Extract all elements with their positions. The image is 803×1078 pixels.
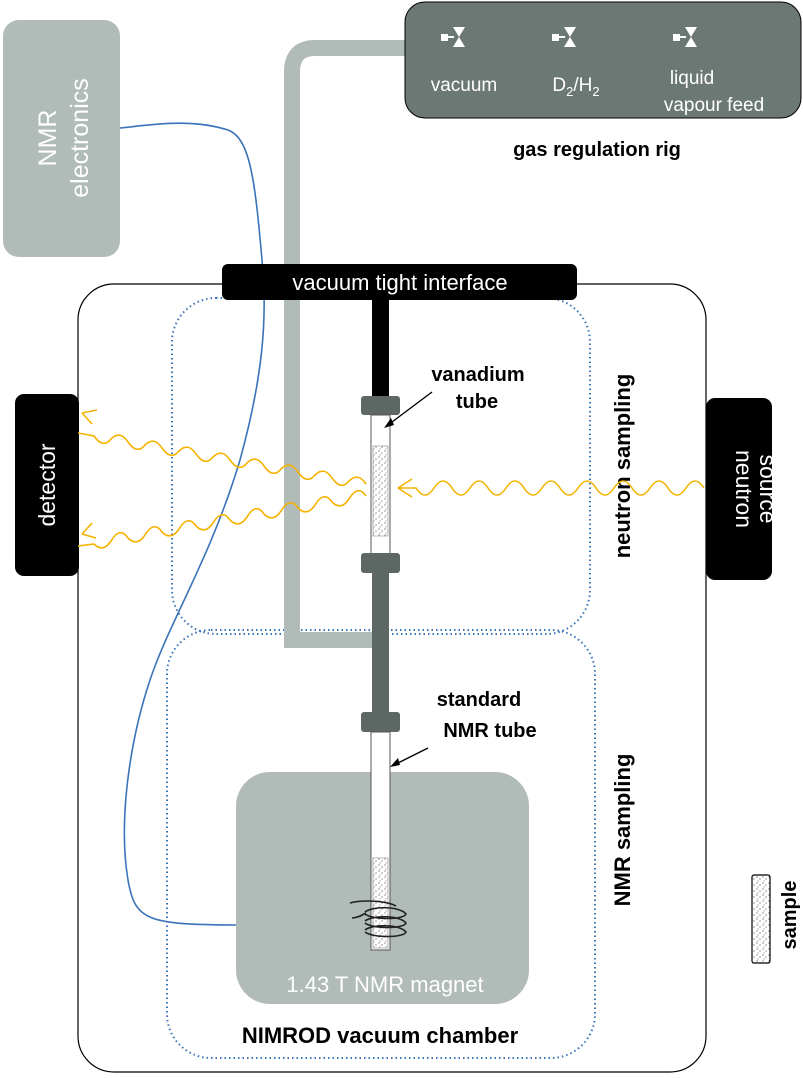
nmr-electronics-box: NMR electronics: [3, 20, 120, 257]
black-rod: [372, 300, 389, 396]
detector-box: detector: [15, 394, 79, 576]
vacuum-tight-interface: vacuum tight interface: [222, 264, 577, 300]
vanadium-tube-label-line1: vanadium: [431, 364, 524, 386]
vanadium-sample: [372, 445, 389, 537]
sample-legend-label: sample: [779, 881, 801, 950]
standard-tube-label-line2: NMR tube: [443, 720, 536, 742]
standard-tube-arrow: [390, 747, 429, 767]
valve-label-d2h2: D2/H2: [552, 75, 599, 99]
neutron-sampling-label: neutron sampling: [610, 374, 635, 559]
interface-label: vacuum tight interface: [292, 270, 507, 295]
gas-line-pipe: [284, 40, 408, 648]
tube-connector: [361, 396, 400, 415]
nmr-electronics-line1: NMR: [34, 110, 62, 167]
gas-regulation-rig: vacuum D2/H2 liquid vapour feed: [404, 1, 802, 119]
vanadium-tube-arrow: [384, 391, 433, 428]
neutron-source-box: neutron source: [706, 398, 781, 580]
valve-icon: [441, 27, 465, 47]
neutron-beam-incoming: [397, 478, 705, 498]
detector-label: detector: [34, 443, 60, 526]
valve-label-liquid: liquid: [670, 68, 714, 89]
rf-coil: [349, 900, 407, 938]
valve-icon: [552, 27, 576, 47]
nmr-sampling-label: NMR sampling: [610, 754, 635, 907]
standard-tube-label-line1: standard: [437, 689, 521, 711]
neutron-sampling-region: [171, 297, 591, 635]
chamber-label: NIMROD vacuum chamber: [242, 1023, 519, 1048]
tube-connector: [361, 553, 400, 573]
nmr-electronics-line2: electronics: [66, 78, 94, 198]
scattered-neutron-lower: [77, 489, 367, 549]
valve-label-vapour-feed: vapour feed: [664, 95, 764, 116]
gas-rig-title: gas regulation rig: [513, 139, 681, 161]
nmr-cable: [119, 122, 265, 926]
neutron-source-line1: neutron: [731, 450, 757, 528]
neutron-source-line2: source: [755, 454, 781, 523]
sample-legend-swatch: [751, 874, 771, 964]
tube-connector: [361, 712, 400, 732]
valve-label-vacuum: vacuum: [431, 75, 498, 96]
grey-rod: [372, 573, 389, 713]
sample-legend: sample: [751, 874, 801, 964]
vanadium-tube-label-line2: tube: [456, 391, 498, 413]
scattered-neutron-upper: [77, 409, 367, 487]
magnet-label: 1.43 T NMR magnet: [286, 972, 483, 997]
valve-icon: [673, 27, 697, 47]
